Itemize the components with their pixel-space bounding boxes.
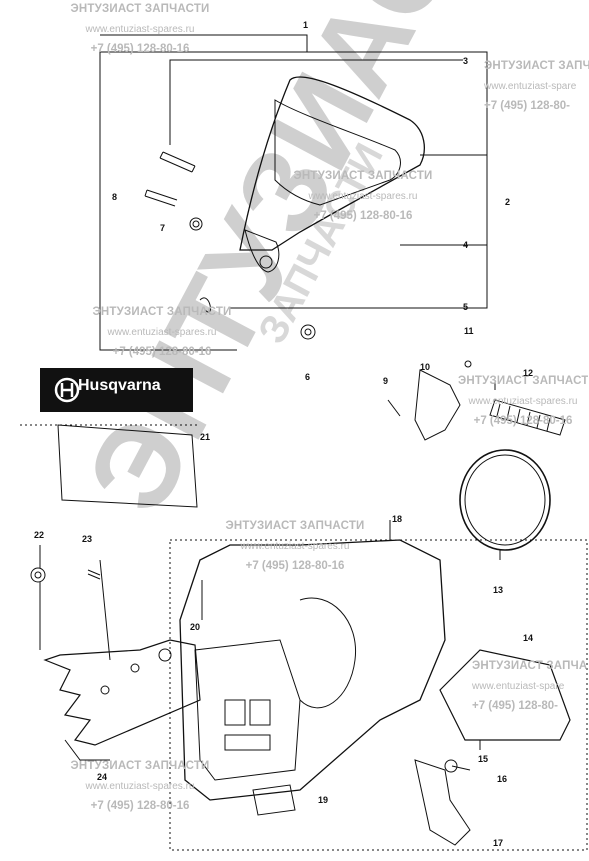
watermark-block: ЭНТУЗИАСТ ЗАПЧАСТИ www.entuziast-spares.… [60,3,220,55]
watermark-title: ЭНТУЗИАСТ ЗАПЧАСТИ [92,306,232,318]
watermark-title: ЭНТУЗИАСТ ЗАПЧАСТИ [70,760,210,772]
callout-8: 8 [112,192,118,202]
watermark-block: ЭНТУЗИАСТ ЗАПЧА www.entuziast-spare +7 (… [472,660,589,712]
watermark-url: www.entuziast-spare [472,681,565,692]
watermark-phone: +7 (495) 128-80-16 [313,210,413,222]
watermark-title: ЭНТУЗИАСТ ЗАПЧАСТИ [70,3,210,15]
callout-22: 22 [34,530,45,540]
watermark-block: ЭНТУЗИАСТ ЗАПЧАСТИ www.entuziast-spares.… [60,760,220,812]
callout-17: 17 [493,838,504,848]
husqvarna-decal: Husqvarna [40,368,193,412]
watermark-url: www.entuziast-spares.ru [85,781,195,792]
callout-16: 16 [497,774,508,784]
callout-1: 1 [303,20,309,30]
watermark-phone: +7 (495) 128-80-16 [112,346,212,358]
callout-15: 15 [478,754,489,764]
watermark-block: ЭНТУЗИАСТ ЗАПЧА www.entuziast-spare +7 (… [484,60,589,112]
watermark-url: www.entuziast-spare [484,81,577,92]
watermark-url: www.entuziast-spares.ru [308,191,418,202]
callout-2: 2 [505,197,511,207]
watermark-title: ЭНТУЗИАСТ ЗАПЧА [472,660,588,672]
callout-7: 7 [160,223,166,233]
watermark-phone: +7 (495) 128-80-16 [245,560,345,572]
watermark-title: ЭНТУЗИАСТ ЗАПЧАСТИ [458,375,588,387]
watermark-url: www.entuziast-spares.ru [85,24,195,35]
watermark-url: www.entuziast-spares.ru [240,541,350,552]
watermark-phone: +7 (495) 128-80-16 [90,43,190,55]
callout-4: 4 [463,240,469,250]
watermark-phone: +7 (495) 128-80- [484,100,570,112]
callout-18: 18 [392,514,403,524]
watermark-title: ЭНТУЗИАСТ ЗАПЧАСТИ [225,520,365,532]
watermark-phone: +7 (495) 128-80- [472,700,558,712]
callout-12: 12 [523,368,534,378]
callout-3: 3 [463,56,469,66]
watermark-title: ЭНТУЗИАСТ ЗАПЧА [484,60,589,72]
callout-19: 19 [318,795,329,805]
watermark-title: ЭНТУЗИАСТ ЗАПЧАСТИ [293,170,433,182]
callout-20: 20 [190,622,201,632]
brand-name: Husqvarna [78,377,161,394]
watermark-block: ЭНТУЗИАСТ ЗАПЧАСТИ www.entuziast-spares.… [458,375,588,427]
callout-24: 24 [97,772,108,782]
watermark-block: ЭНТУЗИАСТ ЗАПЧАСТИ www.entuziast-spares.… [283,170,443,222]
callout-21: 21 [200,432,211,442]
watermark-block: ЭНТУЗИАСТ ЗАПЧАСТИ www.entuziast-spares.… [215,520,375,572]
callout-23: 23 [82,534,93,544]
watermark-block: ЭНТУЗИАСТ ЗАПЧАСТИ www.entuziast-spares.… [82,306,242,358]
callout-11: 11 [464,326,474,336]
watermark-url: www.entuziast-spares.ru [468,396,578,407]
callout-13: 13 [493,585,504,595]
callout-10: 10 [420,362,431,372]
callout-6: 6 [305,372,311,382]
watermark-phone: +7 (495) 128-80-16 [90,800,190,812]
crown-h-icon [54,377,80,403]
callout-9: 9 [383,376,389,386]
watermark-phone: +7 (495) 128-80-16 [473,415,573,427]
watermark-url: www.entuziast-spares.ru [107,327,217,338]
callout-5: 5 [463,302,469,312]
callout-14: 14 [523,633,534,643]
